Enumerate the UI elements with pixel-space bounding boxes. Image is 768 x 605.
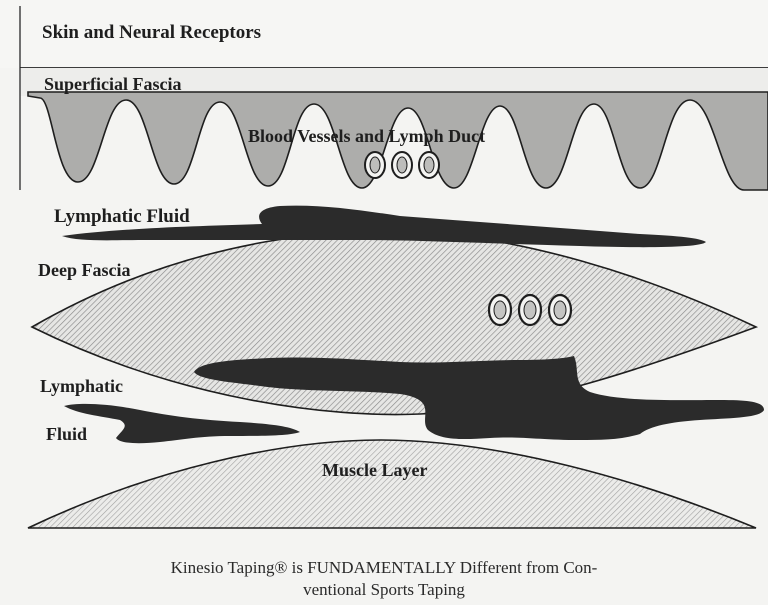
label-lymphatic: Lymphatic [40,376,123,396]
label-muscle-layer: Muscle Layer [322,460,427,480]
muscle-layer [28,440,756,528]
caption-line-1: Kinesio Taping® is FUNDAMENTALLY Differe… [0,558,768,578]
label-deep-fascia: Deep Fascia [38,260,130,280]
deep-vessels [489,295,571,325]
label-fluid: Fluid [46,424,87,444]
lymphatic-fluid-lower [64,404,300,443]
label-superficial-fascia: Superficial Fascia [44,74,182,94]
label-skin: Skin and Neural Receptors [42,22,261,43]
superficial-vessels [365,152,439,178]
label-blood-vessels: Blood Vessels and Lymph Duct [248,126,485,146]
caption-line-2: ventional Sports Taping [0,580,768,600]
label-lymphatic-fluid-top: Lymphatic Fluid [54,206,190,227]
